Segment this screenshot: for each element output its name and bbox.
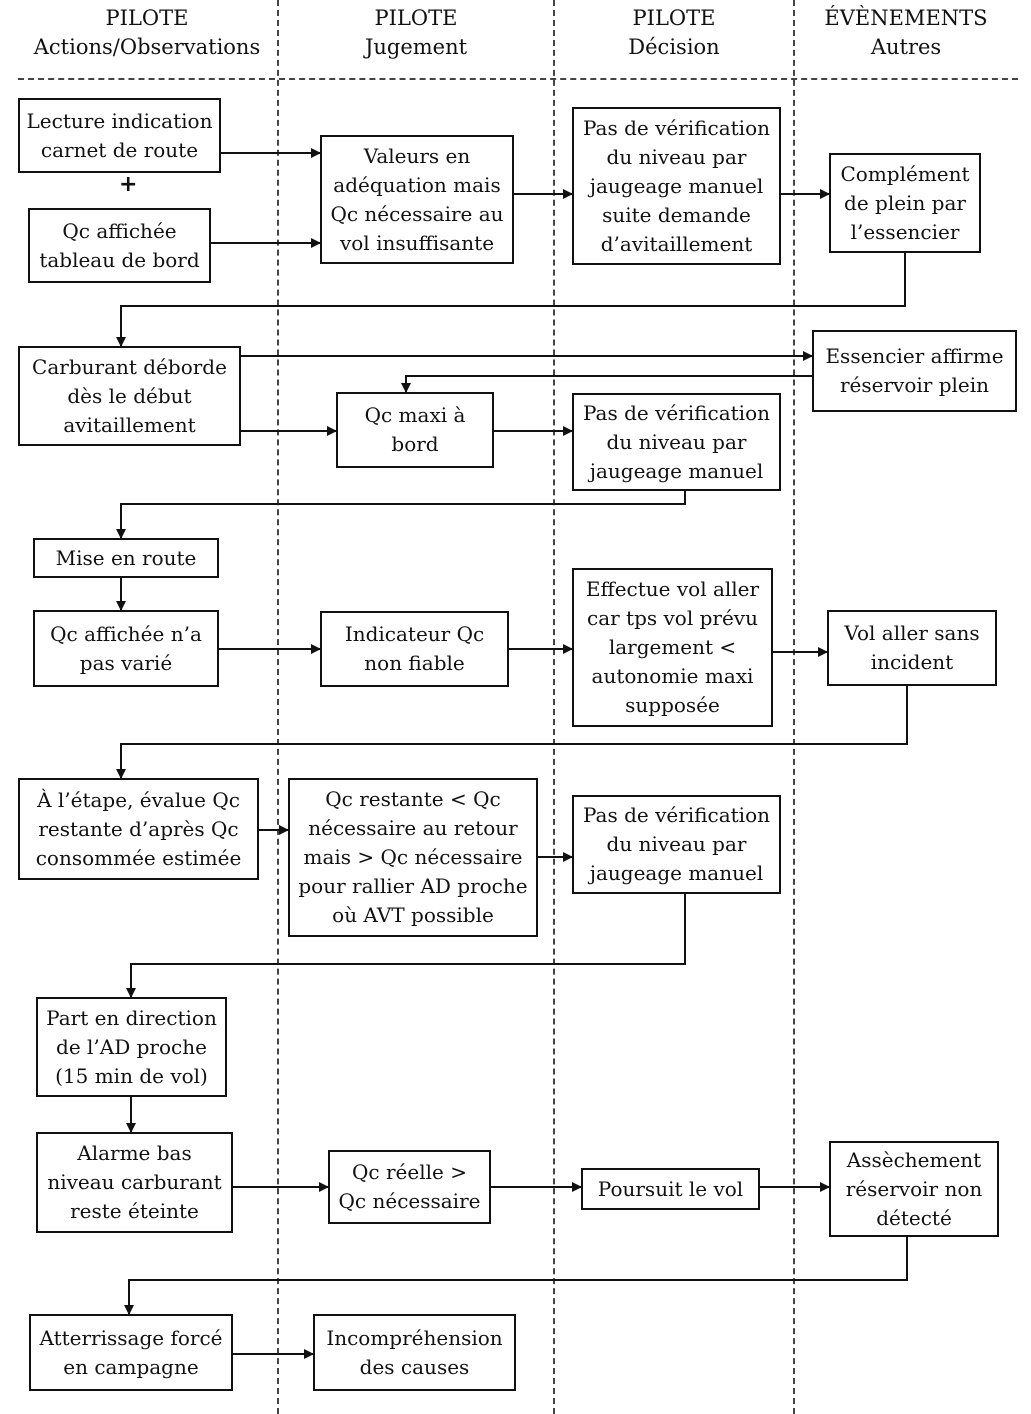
arrow bbox=[124, 1237, 908, 1315]
arrow bbox=[401, 375, 812, 393]
box-qc-reelle: Qc réelle > Qc nécessaire bbox=[328, 1150, 491, 1224]
arrow bbox=[116, 253, 906, 347]
header-actions: PILOTE Actions/Observations bbox=[18, 4, 276, 62]
box-incomprehension: Incompréhension des causes bbox=[313, 1314, 516, 1391]
arrow bbox=[116, 686, 908, 779]
column-separator bbox=[553, 0, 555, 1414]
column-separator bbox=[793, 0, 795, 1414]
box-pas-verification-1: Pas de vérification du niveau par jaugea… bbox=[572, 107, 781, 265]
arrow bbox=[116, 491, 686, 539]
box-indicateur-non-fiable: Indicateur Qc non fiable bbox=[320, 611, 509, 687]
header-decision-line1: PILOTE bbox=[632, 6, 716, 30]
header-jugement-line1: PILOTE bbox=[374, 6, 458, 30]
header-evenements-line2: Autres bbox=[870, 35, 942, 59]
plus-sign: + bbox=[119, 172, 138, 197]
header-jugement: PILOTE Jugement bbox=[280, 4, 552, 62]
box-qc-maxi: Qc maxi à bord bbox=[336, 392, 494, 468]
box-part-direction: Part en direction de l’AD proche (15 min… bbox=[36, 997, 227, 1097]
column-separator bbox=[277, 0, 279, 1414]
header-decision-line2: Décision bbox=[628, 35, 720, 59]
header-separator bbox=[18, 78, 1018, 80]
box-atterrissage-force: Atterrissage forcé en campagne bbox=[29, 1314, 233, 1391]
box-qc-affichee: Qc affichée tableau de bord bbox=[28, 208, 211, 283]
box-effectue-vol-aller: Effectue vol aller car tps vol prévu lar… bbox=[572, 568, 773, 727]
box-carburant-deborde: Carburant déborde dès le début avitaille… bbox=[18, 346, 241, 446]
box-valeurs-adequation: Valeurs en adéquation mais Qc nécessaire… bbox=[320, 135, 514, 264]
box-essencier-affirme: Essencier affirme réservoir plein bbox=[812, 330, 1017, 412]
box-qc-restante: Qc restante < Qc nécessaire au retour ma… bbox=[288, 778, 538, 937]
box-a-l-etape: À l’étape, évalue Qc restante d’après Qc… bbox=[18, 778, 259, 880]
header-jugement-line2: Jugement bbox=[364, 35, 468, 59]
header-actions-line1: PILOTE bbox=[105, 6, 189, 30]
header-actions-line2: Actions/Observations bbox=[33, 35, 261, 59]
box-vol-aller-sans-incident: Vol aller sans incident bbox=[827, 610, 997, 686]
box-alarme-bas-niveau: Alarme bas niveau carburant reste éteint… bbox=[36, 1132, 233, 1233]
box-lecture-carnet: Lecture indication carnet de route bbox=[18, 98, 221, 173]
header-decision: PILOTE Décision bbox=[556, 4, 792, 62]
box-qc-pas-varie: Qc affichée n’a pas varié bbox=[33, 610, 219, 687]
box-complement-plein: Complément de plein par l’essencier bbox=[829, 153, 981, 253]
box-pas-verification-2: Pas de vérification du niveau par jaugea… bbox=[572, 393, 781, 491]
header-evenements-line1: ÉVÈNEMENTS bbox=[824, 6, 988, 30]
arrow bbox=[126, 894, 686, 998]
box-assechement: Assèchement réservoir non détecté bbox=[829, 1141, 999, 1237]
header-evenements: ÉVÈNEMENTS Autres bbox=[796, 4, 1016, 62]
box-mise-en-route: Mise en route bbox=[33, 538, 219, 578]
box-pas-verification-3: Pas de vérification du niveau par jaugea… bbox=[572, 795, 781, 894]
box-poursuit-le-vol: Poursuit le vol bbox=[581, 1168, 760, 1210]
